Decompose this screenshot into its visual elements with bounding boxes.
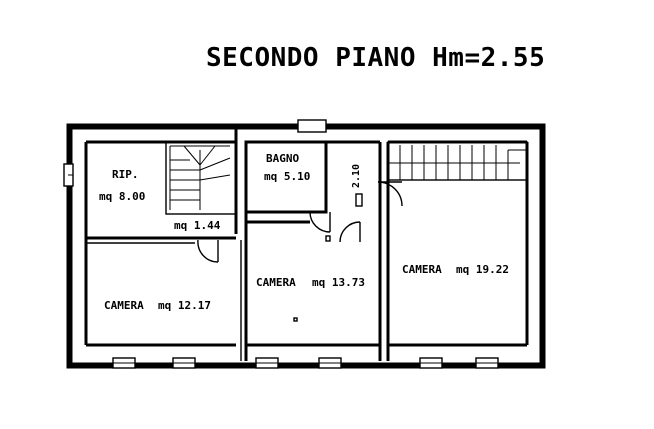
room-rip-area: mq 8.00 <box>99 190 145 203</box>
room-rip-name: RIP. <box>112 168 139 181</box>
room-camera-right-area: mq 19.22 <box>456 263 509 276</box>
bottom-windows <box>112 357 499 369</box>
plan-title: SECONDO PIANO Hm=2.55 <box>206 43 545 73</box>
room-camera-left-area: mq 12.17 <box>158 299 211 312</box>
room-bagno-name: BAGNO <box>266 152 299 165</box>
staircase-right <box>387 141 528 181</box>
room-camera-left-name: CAMERA <box>104 299 144 312</box>
room-labels: RIP. mq 8.00 mq 1.44 CAMERA mq 12.17 BAG… <box>99 152 509 312</box>
door-swings <box>140 181 403 263</box>
room-bagno-area: mq 5.10 <box>264 170 310 183</box>
room-camera-center-name: CAMERA <box>256 276 296 289</box>
hall-marks: 2.10 <box>293 164 363 322</box>
height-mark: 2.10 <box>351 164 362 188</box>
room-camera-center-area: mq 13.73 <box>312 276 365 289</box>
staircase-left <box>165 141 237 215</box>
outer-walls <box>63 119 546 369</box>
room-camera-right-name: CAMERA <box>402 263 442 276</box>
room-closet-area: mq 1.44 <box>174 219 221 232</box>
